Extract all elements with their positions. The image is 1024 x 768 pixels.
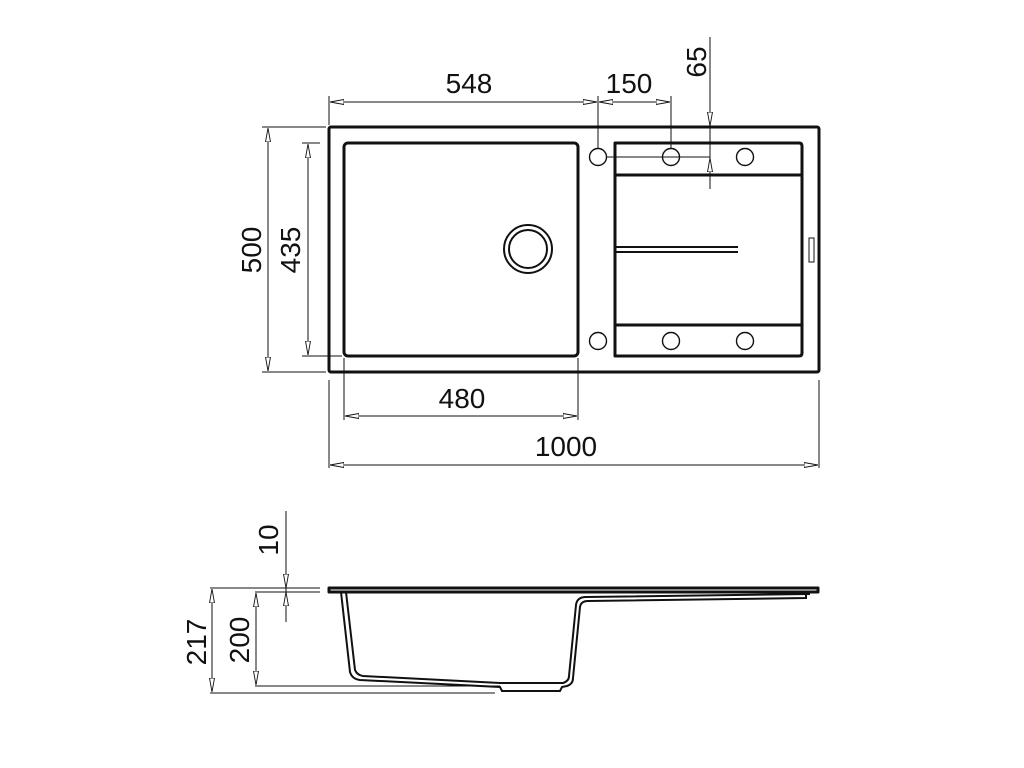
dimension-500: 500 — [236, 126, 326, 373]
top-view: 548 150 65 500 435 — [236, 37, 821, 468]
overflow-slot — [808, 237, 815, 263]
dimension-label: 480 — [439, 383, 486, 414]
tap-hole-icon — [735, 331, 755, 351]
dimension-1000: 1000 — [328, 380, 820, 468]
tap-hole-icon — [661, 331, 681, 351]
dimension-548: 548 — [328, 68, 599, 149]
dimension-label: 435 — [275, 227, 306, 274]
dimension-150: 150 — [599, 68, 672, 149]
dimension-label: 65 — [681, 46, 712, 77]
dimension-435: 435 — [275, 142, 342, 357]
dimension-200: 200 — [224, 593, 256, 685]
side-view: 217 200 10 — [181, 511, 820, 694]
bowl-profile — [340, 591, 807, 692]
dimension-480: 480 — [343, 358, 579, 420]
tap-hole-icon — [588, 147, 608, 167]
dimension-label: 500 — [236, 227, 267, 274]
dimension-217: 217 — [181, 589, 212, 692]
tap-hole-icon — [735, 147, 755, 167]
dimension-10: 10 — [253, 511, 286, 622]
tap-holes — [588, 147, 755, 351]
dimension-label: 150 — [606, 68, 653, 99]
drain-waste-icon — [503, 224, 553, 274]
bowl — [342, 141, 580, 358]
dimension-65: 65 — [681, 37, 712, 189]
drainer — [613, 141, 804, 358]
tap-hole-icon — [588, 331, 608, 351]
dimension-label: 200 — [224, 617, 255, 664]
dimension-label: 1000 — [535, 431, 597, 462]
dimension-label: 10 — [253, 524, 284, 555]
dimension-label: 548 — [446, 68, 493, 99]
outer-rim — [327, 125, 821, 374]
rim-profile — [327, 586, 820, 594]
dimension-label: 217 — [181, 619, 212, 666]
